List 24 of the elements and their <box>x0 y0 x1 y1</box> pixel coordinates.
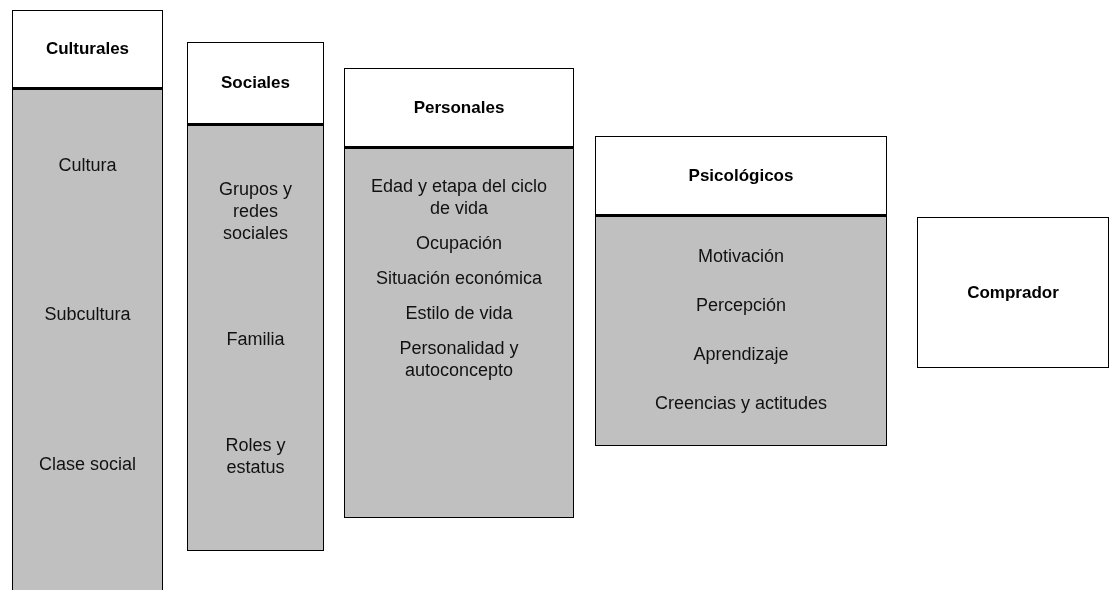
factor-text: Estilo de vida <box>404 302 514 324</box>
column-heading: Sociales <box>221 73 290 93</box>
factor-text: Motivación <box>696 245 785 267</box>
factor-text: Aprendizaje <box>692 343 790 365</box>
factor-text: Creencias y actitudes <box>653 392 829 414</box>
factor-text: Personalidad y autoconcepto <box>398 337 520 381</box>
factor-text: Ocupación <box>414 232 504 254</box>
factor-text: Edad y etapa del ciclo de vida <box>369 175 549 219</box>
factor-text: Familia <box>225 328 286 350</box>
factor-column <box>595 136 887 446</box>
column-heading: Culturales <box>45 39 130 59</box>
factor-text: Situación económica <box>374 267 544 289</box>
buyer-label: Comprador <box>967 282 1059 303</box>
factor-text: Cultura <box>57 153 118 176</box>
factor-text: Percepción <box>694 294 788 316</box>
factor-text: Clase social <box>37 453 137 476</box>
factor-text: Subcultura <box>43 303 132 326</box>
factor-column <box>344 68 574 518</box>
column-heading: Psicológicos <box>688 165 794 186</box>
column-heading: Personales <box>413 97 505 118</box>
factor-text: Roles y estatus <box>224 434 287 478</box>
factor-column <box>187 42 324 551</box>
buyer-box <box>917 217 1109 368</box>
factor-text: Grupos y redes sociales <box>218 178 293 244</box>
